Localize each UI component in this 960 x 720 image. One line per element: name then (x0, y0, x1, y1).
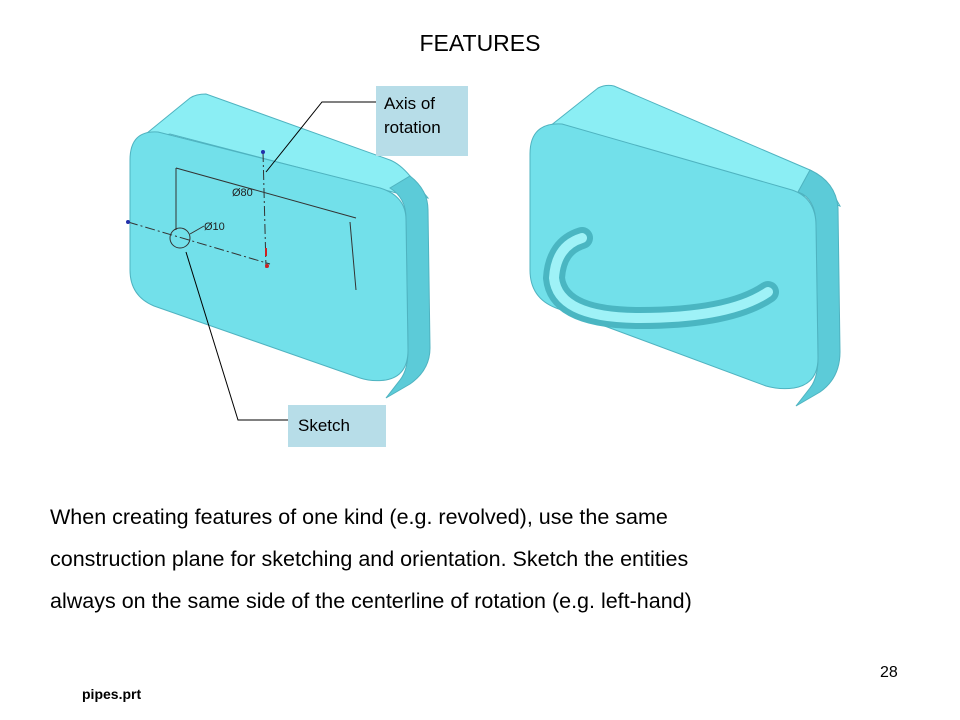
axis-leader-line (265, 101, 376, 173)
dimension-outer-diameter: Ø80 (232, 187, 253, 199)
body-line-3: always on the same side of the centerlin… (50, 589, 692, 613)
revolved-pipe-highlight (548, 233, 773, 324)
sketch-leader-line (185, 251, 288, 421)
file-name: pipes.prt (82, 686, 142, 702)
axis-of-rotation-callout: Axis of rotation (376, 86, 468, 156)
body-line-2: construction plane for sketching and ori… (50, 547, 689, 571)
revolved-part-figure (529, 84, 842, 407)
slide-title: FEATURES (419, 30, 541, 56)
axis-end-point-top (261, 150, 265, 154)
origin-point (265, 264, 269, 268)
page-number: 28 (880, 664, 898, 681)
part-front-face (129, 131, 409, 382)
centerline-end-point (126, 220, 130, 224)
dimension-inner-diameter: Ø10 (204, 221, 225, 233)
callout-axis-line2: rotation (384, 118, 441, 137)
sketch-geometry (127, 151, 357, 291)
callout-axis-line1: Axis of (384, 94, 436, 113)
body-line-1: When creating features of one kind (e.g.… (50, 505, 668, 529)
sketch-callout: Sketch (288, 405, 386, 447)
body-text: When creating features of one kind (e.g.… (50, 496, 930, 622)
part-side-face (385, 175, 431, 399)
sketch-part-figure: Ø80 Ø10 (126, 93, 431, 399)
